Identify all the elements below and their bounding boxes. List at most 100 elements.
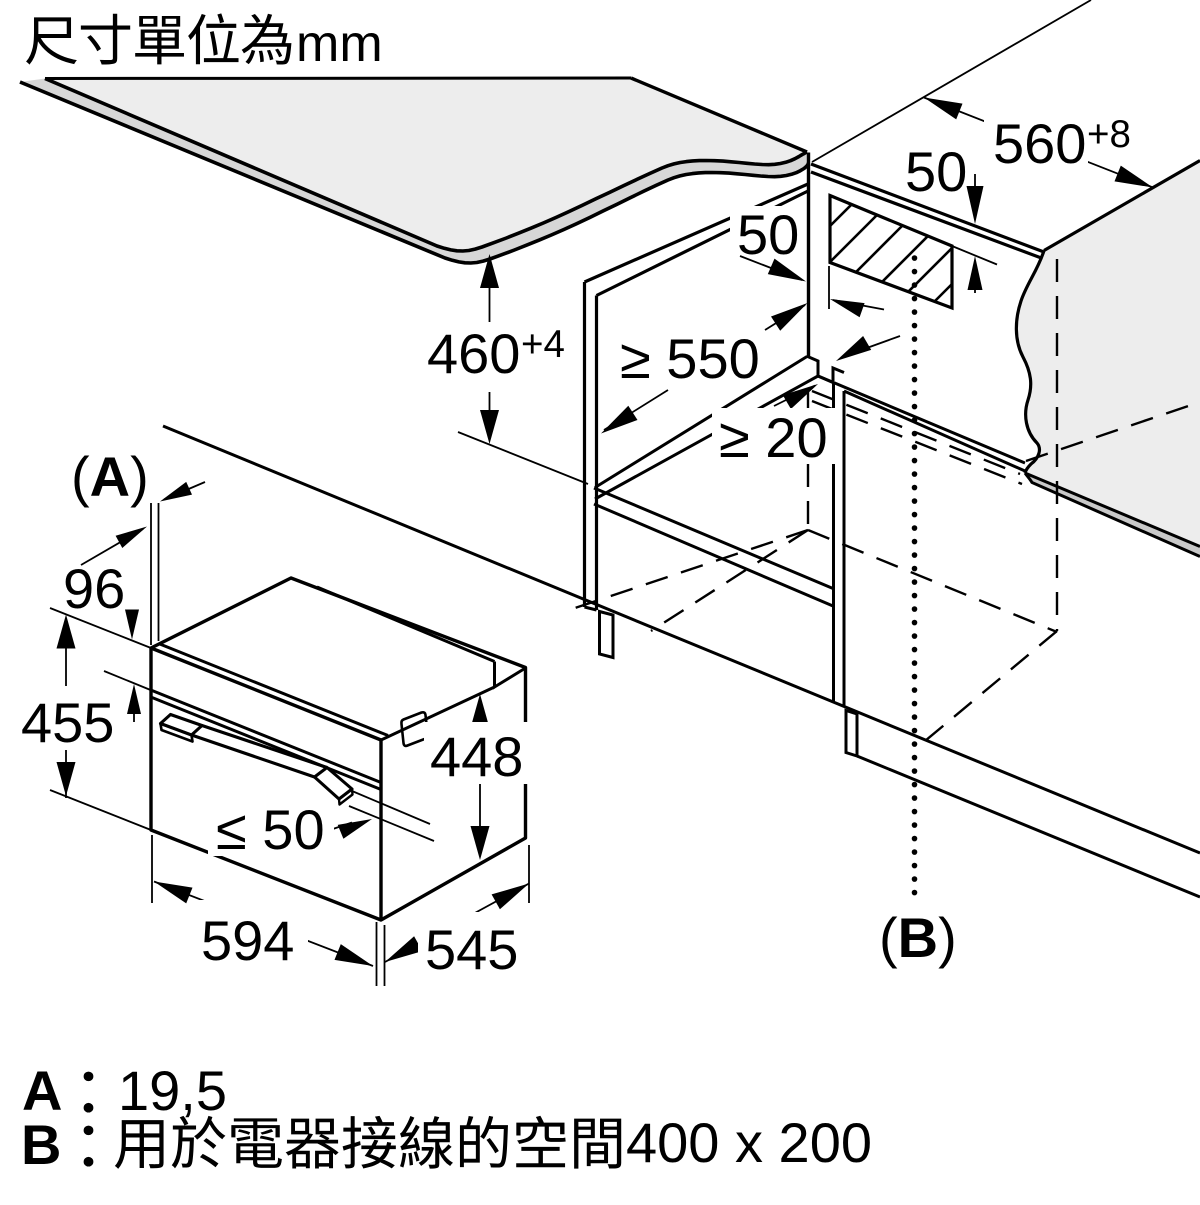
dim-448-arrow-up bbox=[470, 694, 490, 728]
oven-panel-divider-bottom bbox=[151, 696, 382, 791]
cjk-glyph bbox=[188, 13, 239, 65]
dim-50-vent-arrow bbox=[830, 299, 865, 318]
oven-top-back-inner-edge bbox=[316, 585, 496, 663]
plinth-front-line bbox=[162, 424, 1200, 855]
dim-460-tolerance: +4 bbox=[521, 323, 565, 366]
cjk-glyph bbox=[83, 1071, 94, 1113]
legend-b-text-cjk bbox=[114, 1115, 622, 1169]
dim-545-arrow-right bbox=[491, 883, 529, 910]
side-panel-bottom-edge-top bbox=[1024, 471, 1200, 548]
header-units-cjk bbox=[26, 13, 292, 65]
dim-a-arrow-upper bbox=[160, 481, 192, 502]
dim-594-label: 594 bbox=[201, 909, 294, 972]
vent-top-edge-extension bbox=[951, 245, 998, 266]
dim-20-label-mask bbox=[712, 408, 836, 464]
dim-460-extension-line bbox=[457, 431, 589, 485]
dim-560-tolerance: +8 bbox=[1087, 113, 1131, 156]
dim-560-arrow-left bbox=[924, 97, 963, 120]
dim-50-wall-label-mask bbox=[730, 206, 804, 254]
right-shelf-edge-bottom bbox=[843, 389, 1026, 473]
oven-ext-top bbox=[49, 607, 152, 649]
dim-460-arrow-up bbox=[480, 254, 499, 288]
oven-handle-end-face bbox=[337, 787, 354, 806]
dim-455-label-mask bbox=[14, 686, 124, 750]
niche-floor-left-junction-top bbox=[593, 486, 834, 590]
cjk-glyph bbox=[135, 15, 184, 65]
dim-448-label: 448 bbox=[430, 725, 523, 788]
header: mm bbox=[26, 13, 383, 73]
countertop-front-top-edge bbox=[44, 76, 808, 253]
side-panel-bottom-edge-bottom bbox=[1023, 472, 1200, 558]
legend-a-colon bbox=[83, 1071, 94, 1113]
dim-96-label: 96 bbox=[63, 557, 125, 620]
niche-top-edge-outer bbox=[583, 182, 809, 284]
cjk-glyph bbox=[231, 1118, 282, 1168]
dim-594-label-mask bbox=[194, 900, 308, 966]
lower-wall-top-jog bbox=[831, 365, 845, 381]
oven-handle-left-bracket-face bbox=[159, 722, 194, 743]
niche-floor-front-edge-top bbox=[594, 355, 808, 489]
vent-cutout-hatch bbox=[829, 203, 953, 303]
right-wall-top-extension bbox=[811, 0, 1092, 163]
vent-cutout-outline bbox=[828, 193, 954, 311]
niche-left-wall-bottom-cap bbox=[584, 605, 597, 612]
cjk-glyph bbox=[114, 1120, 164, 1169]
dim-455-arrow-down bbox=[56, 762, 76, 796]
dim-h50-label: ≤ 50 bbox=[216, 798, 325, 861]
dim-594-arrow-left bbox=[154, 881, 193, 904]
dim-h50-ref-door bbox=[348, 805, 435, 842]
dim-560-label-mask bbox=[984, 112, 1088, 174]
dim-20-arrow-right bbox=[836, 336, 872, 361]
dim-20-arrow-left bbox=[782, 384, 818, 409]
cjk-glyph bbox=[459, 1115, 508, 1168]
cjk-glyph bbox=[80, 13, 131, 65]
dim-50-wall-label: 50 bbox=[737, 203, 799, 266]
oven-handle-bar-top bbox=[201, 724, 328, 769]
left-leg bbox=[598, 609, 615, 660]
dim-96-arrow-up bbox=[127, 684, 141, 714]
dim-448-arrow-down bbox=[470, 826, 490, 860]
label-a-marker: (A) bbox=[71, 445, 149, 508]
legend-a-key: A bbox=[22, 1059, 62, 1122]
dim-a-arrow-lower bbox=[115, 526, 147, 548]
cjk-glyph bbox=[342, 1115, 396, 1169]
cjk-glyph bbox=[83, 1125, 94, 1167]
dim-594-arrow-right bbox=[334, 944, 373, 966]
hidden-bottom-edge-bend bbox=[924, 630, 1058, 742]
cjk-glyph bbox=[241, 13, 292, 65]
right-shelf-edge-top bbox=[817, 374, 1026, 465]
dim-50-wall-arrow bbox=[767, 258, 806, 282]
dim-20-label: ≥ 20 bbox=[719, 406, 828, 469]
side-panel-top-edge bbox=[1043, 159, 1200, 252]
hidden-bottom-back-edge-right bbox=[807, 528, 1058, 634]
countertop-front-bottom-edge bbox=[19, 80, 811, 265]
legend: A 19,5 B 400 x 200 bbox=[21, 1059, 872, 1176]
oven-frame-top-back-edge bbox=[157, 642, 389, 737]
right-section-top-edge-inner bbox=[810, 170, 1045, 261]
dim-545-arrow-left bbox=[385, 936, 423, 962]
dim-550-arrow-left bbox=[601, 405, 638, 434]
right-leg bbox=[844, 708, 859, 759]
hidden-bottom-front-edge-left bbox=[650, 528, 809, 633]
legend-b-key: B bbox=[21, 1113, 61, 1176]
dim-h50-label-mask bbox=[208, 800, 334, 856]
dim-50-top-label: 50 bbox=[905, 140, 967, 203]
dim-550-label: ≥ 550 bbox=[620, 327, 760, 390]
dim-50-top-arrow-down bbox=[966, 186, 984, 224]
header-units-latin: mm bbox=[296, 15, 383, 73]
dim-545-label-mask bbox=[418, 912, 536, 976]
label-b-marker: (B) bbox=[879, 906, 957, 969]
oven-panel-divider-top bbox=[151, 689, 382, 784]
hidden-shelf-edge-right bbox=[1025, 400, 1200, 463]
drawing-layer bbox=[19, 0, 1200, 986]
oven-side-top-edge bbox=[380, 685, 496, 742]
dim-455-label: 455 bbox=[21, 691, 114, 754]
oven-ext-divider bbox=[103, 670, 154, 692]
legend-b-dimensions: 400 x 200 bbox=[626, 1111, 872, 1174]
dim-h50-ref-handle bbox=[351, 790, 431, 825]
dim-545-label: 545 bbox=[425, 918, 518, 981]
cjk-glyph bbox=[399, 1116, 453, 1169]
right-section-top-edge-outer bbox=[810, 162, 1045, 254]
dim-460-label: 460 bbox=[427, 322, 520, 385]
